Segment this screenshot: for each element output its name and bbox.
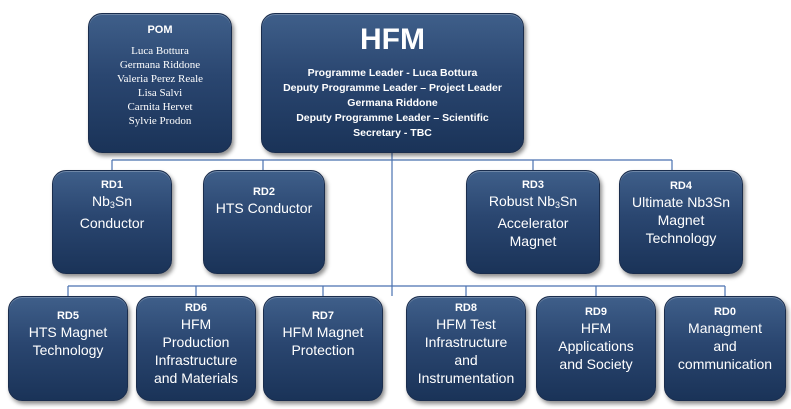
rd4-code: RD4	[669, 180, 692, 192]
pom-member: Lisa Salvi	[137, 87, 183, 99]
rd9-label-line: HFM	[580, 320, 612, 336]
rd1-label-line: Conductor	[79, 215, 145, 231]
rd4-label-line: Magnet	[657, 212, 705, 228]
rd8-label-line: HFM Test	[436, 316, 496, 332]
pom-member: Valeria Perez Reale	[116, 73, 204, 85]
pom-title: POM	[147, 24, 173, 36]
rd6-label-line: Infrastructure	[154, 352, 238, 368]
hfm-line: Deputy Programme Leader – Scientific	[296, 112, 489, 124]
rd4-box: RD4 Ultimate Nb3Sn Magnet Technology	[619, 170, 743, 274]
rd6-code: RD6	[184, 302, 207, 314]
rd0-label-line: communication	[677, 356, 773, 372]
rd8-label-line: and	[454, 352, 478, 368]
rd0-code: RD0	[713, 306, 736, 318]
rd6-label-line: and Materials	[153, 370, 239, 386]
pom-member: Germana Riddone	[119, 59, 201, 71]
rd6-box: RD6 HFM Production Infrastructure and Ma…	[136, 296, 256, 401]
rd7-box: RD7 HFM Magnet Protection	[263, 296, 383, 401]
rd6-label-line: Production	[162, 334, 230, 350]
rd5-label-line: Technology	[32, 342, 104, 358]
rd5-code: RD5	[56, 310, 79, 322]
hfm-box: HFM Programme Leader - Luca Bottura Depu…	[261, 13, 524, 153]
rd8-code: RD8	[454, 302, 477, 314]
rd2-code: RD2	[252, 186, 275, 198]
rd2-label: HTS Conductor	[215, 200, 313, 216]
rd4-label-line: Technology	[645, 230, 717, 246]
rd2-box: RD2 HTS Conductor	[203, 170, 325, 274]
rd5-box: RD5 HTS Magnet Technology	[8, 296, 128, 401]
rd1-label-line: Nb3Sn	[91, 193, 133, 210]
rd7-label-line: HFM Magnet	[282, 324, 364, 340]
rd0-box: RD0 Managment and communication	[664, 296, 786, 401]
pom-box: POM Luca Bottura Germana Riddone Valeria…	[88, 13, 232, 153]
rd0-label-line: Managment	[688, 320, 762, 336]
rd3-label-line: Magnet	[509, 233, 557, 249]
rd3-label-line: Robust Nb3Sn	[488, 193, 578, 210]
rd8-label-line: Infrastructure	[424, 334, 508, 350]
rd7-label-line: Protection	[291, 342, 355, 358]
rd5-label-line: HTS Magnet	[28, 324, 108, 340]
rd4-label-line: Ultimate Nb3Sn	[631, 194, 731, 210]
hfm-line: Germana Riddone	[347, 97, 438, 109]
rd9-code: RD9	[584, 306, 607, 318]
hfm-title: HFM	[360, 23, 425, 56]
rd8-label-line: Instrumentation	[417, 370, 515, 386]
rd7-code: RD7	[311, 310, 334, 322]
hfm-line: Programme Leader - Luca Bottura	[307, 67, 478, 79]
rd8-box: RD8 HFM Test Infrastructure and Instrume…	[406, 296, 526, 401]
pom-member: Sylvie Prodon	[128, 115, 192, 127]
rd1-code: RD1	[100, 179, 123, 191]
hfm-line: Deputy Programme Leader – Project Leader	[283, 82, 502, 94]
rd1-box: RD1 Nb3Sn Conductor	[52, 170, 172, 274]
rd3-box: RD3 Robust Nb3Sn Accelerator Magnet	[466, 170, 600, 274]
rd0-label-line: and	[713, 338, 737, 354]
rd9-box: RD9 HFM Applications and Society	[536, 296, 656, 401]
rd3-label-line: Accelerator	[497, 215, 569, 231]
pom-member: Luca Bottura	[131, 45, 189, 57]
hfm-line: Secretary - TBC	[353, 127, 432, 139]
pom-member: Carnita Hervet	[127, 101, 193, 113]
rd3-code: RD3	[521, 179, 544, 191]
rd9-label-line: Applications	[558, 338, 634, 354]
rd6-label-line: HFM	[180, 316, 212, 332]
rd9-label-line: and Society	[559, 356, 633, 372]
